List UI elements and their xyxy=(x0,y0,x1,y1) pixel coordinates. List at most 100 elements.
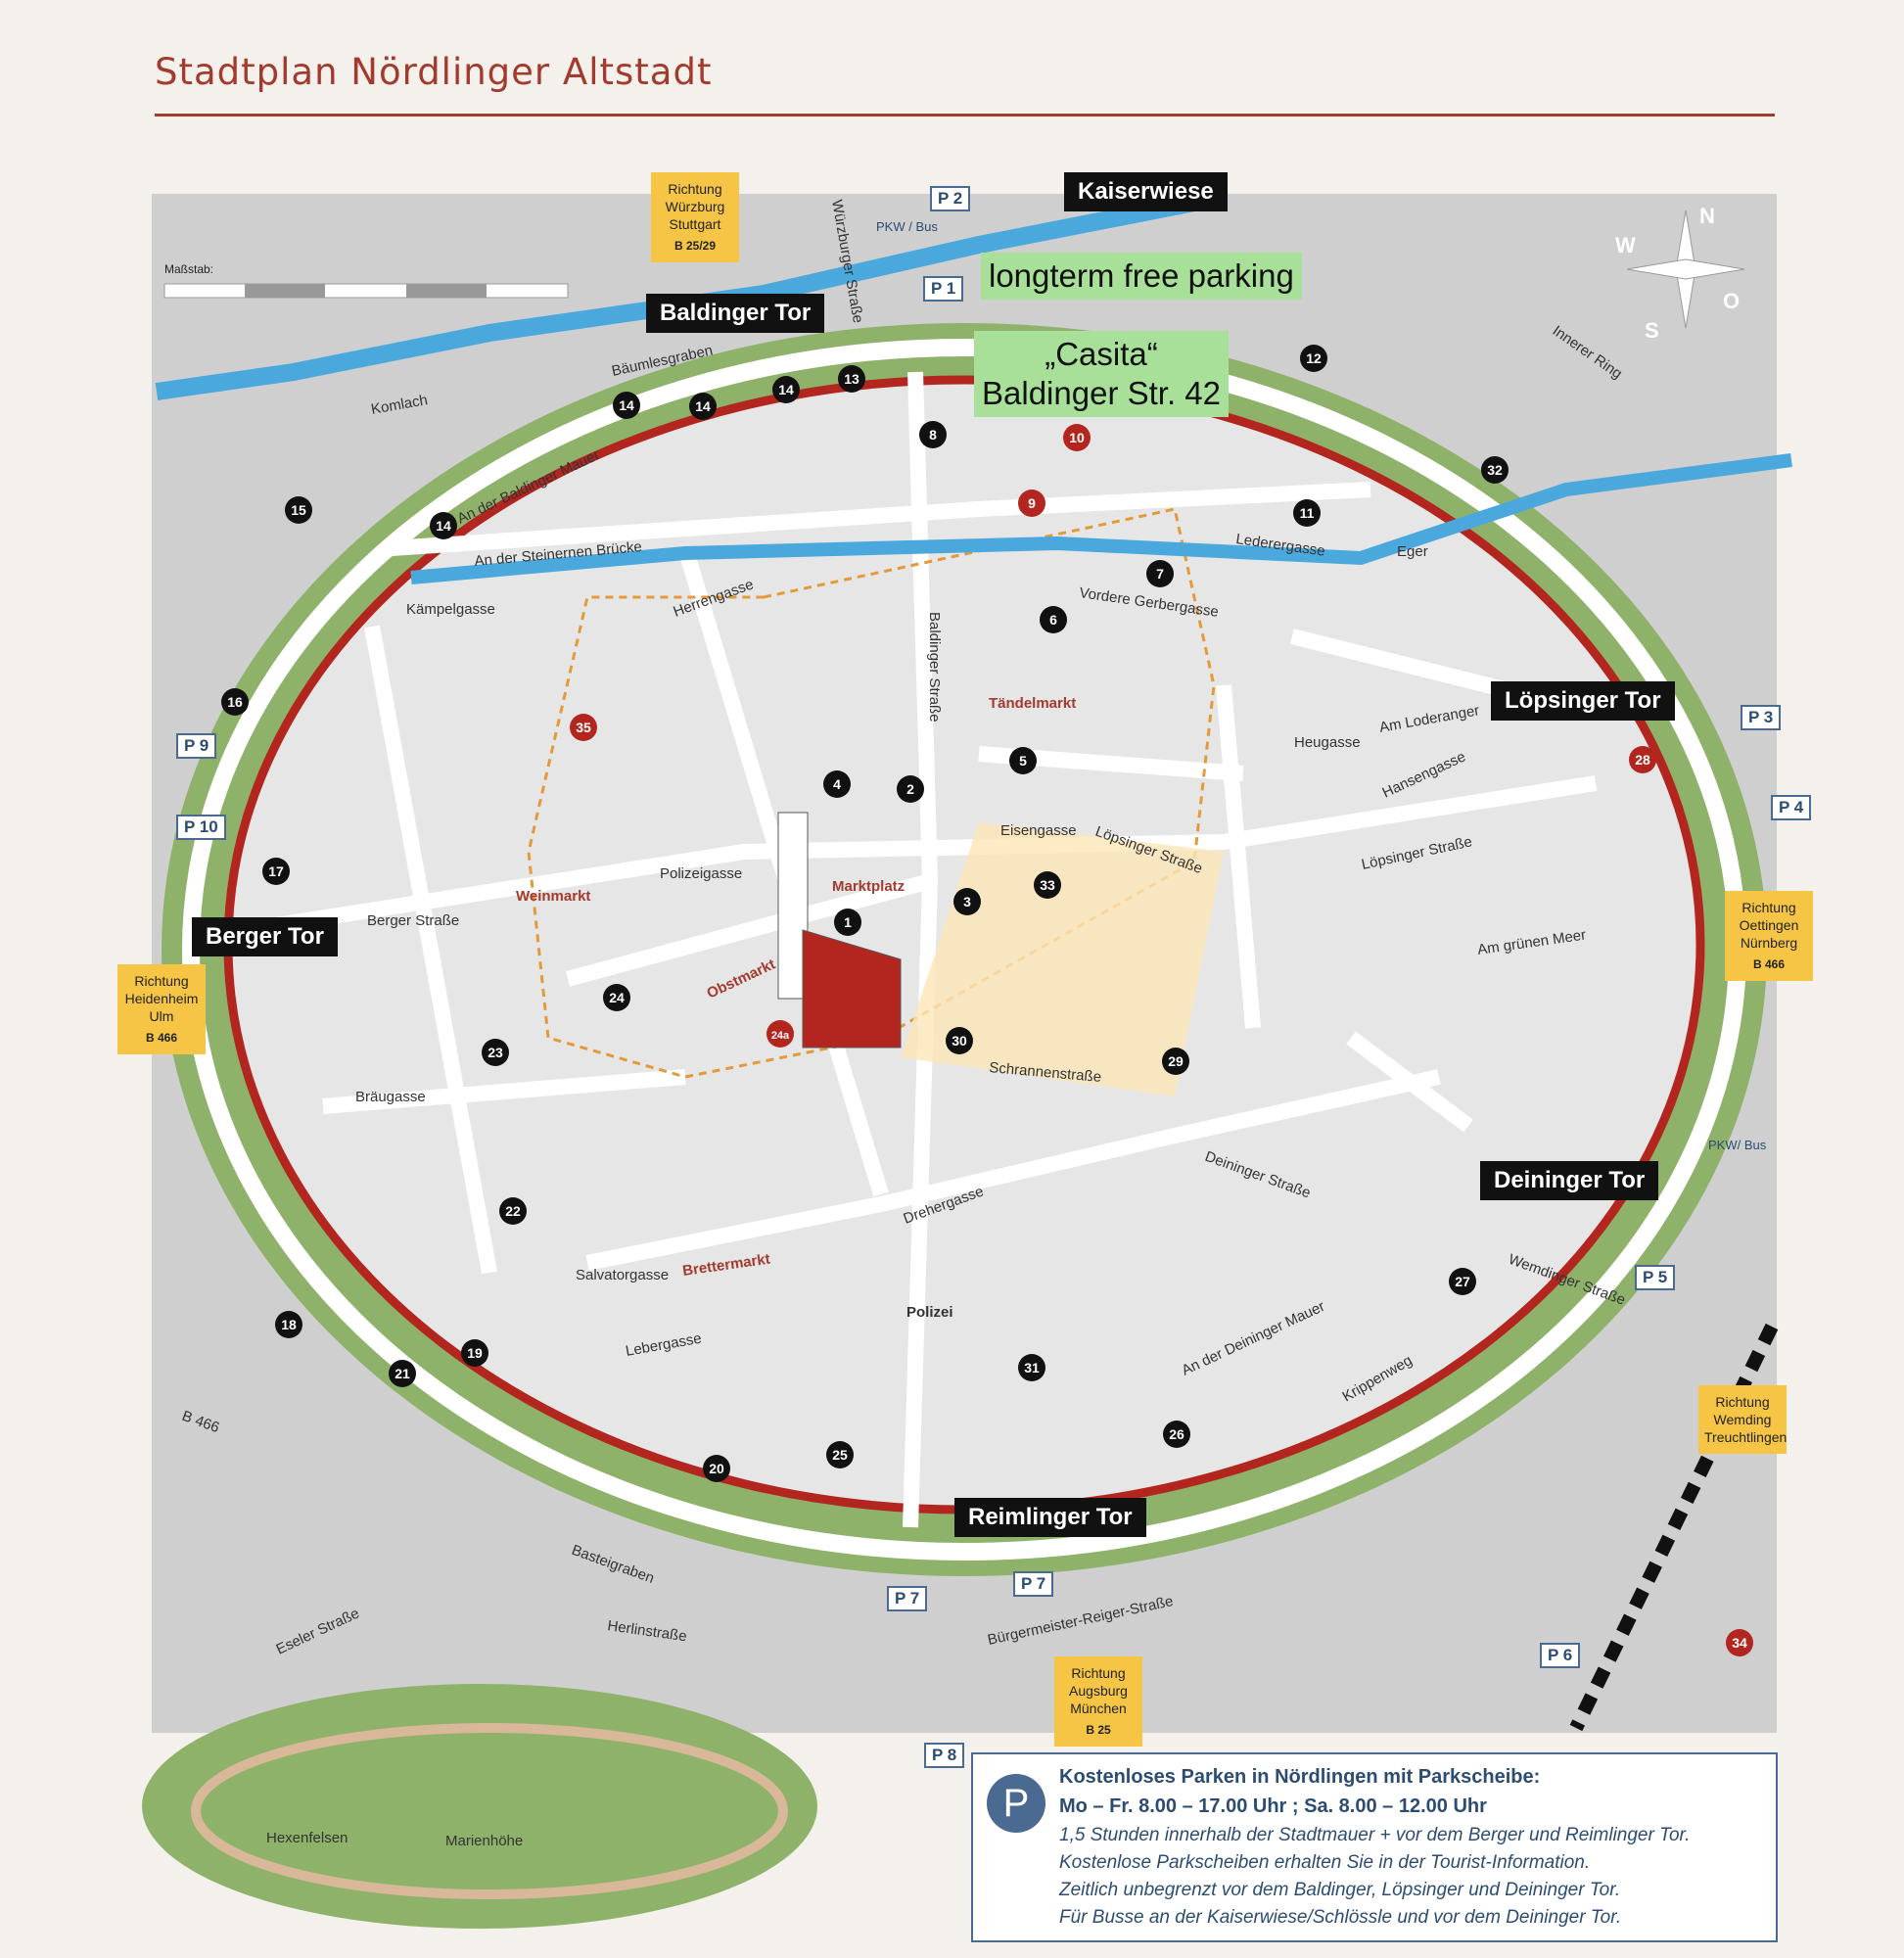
poi-marker[interactable] xyxy=(689,393,717,420)
poi-number: 31 xyxy=(1024,1360,1040,1375)
walking-route xyxy=(527,507,1216,1079)
street-label: Bräugasse xyxy=(355,1089,426,1105)
poi-number: 25 xyxy=(832,1447,848,1463)
poi-marker[interactable] xyxy=(1629,746,1656,773)
street-label: Berger Straße xyxy=(367,912,459,929)
poi-marker[interactable] xyxy=(1726,1629,1753,1656)
compass-s: S xyxy=(1645,318,1659,343)
poi-number: 14 xyxy=(619,397,634,413)
poi-marker[interactable] xyxy=(285,496,312,524)
poi-marker[interactable] xyxy=(826,1441,854,1468)
parking-badge[interactable]: P 8 xyxy=(924,1743,965,1768)
poi-number: 14 xyxy=(695,398,711,414)
poi-marker[interactable] xyxy=(946,1027,973,1054)
poi-marker[interactable] xyxy=(1163,1421,1190,1448)
info-line: 1,5 Stunden innerhalb der Stadtmauer + v… xyxy=(1059,1825,1691,1845)
poi-marker[interactable] xyxy=(1018,1354,1045,1381)
poi-marker[interactable] xyxy=(1146,560,1174,587)
place-label: Tändelmarkt xyxy=(989,695,1076,712)
casita-line-2: Baldinger Str. 42 xyxy=(982,375,1221,411)
place-label: Hexenfelsen xyxy=(266,1830,348,1846)
poi-number: 6 xyxy=(1049,612,1057,628)
poi-number: 33 xyxy=(1040,877,1055,893)
poi-marker[interactable] xyxy=(834,909,861,936)
poi-marker[interactable] xyxy=(838,365,865,393)
poi-marker[interactable] xyxy=(1018,490,1045,517)
street-label: Kämpelgasse xyxy=(406,601,495,618)
parking-badge[interactable]: P 7 xyxy=(1013,1571,1054,1597)
poi-marker[interactable] xyxy=(919,421,947,448)
poi-number: 18 xyxy=(281,1317,297,1332)
poi-marker[interactable] xyxy=(823,770,851,798)
st-georg-church-icon xyxy=(777,812,902,1049)
poi-marker[interactable] xyxy=(389,1360,416,1387)
poi-marker[interactable] xyxy=(1293,499,1321,527)
casita-line-1: „Casita“ xyxy=(1045,336,1158,372)
parking-note-label: longterm free parking xyxy=(981,253,1302,300)
scale-label: Maßstab: xyxy=(164,262,214,276)
poi-number: 34 xyxy=(1732,1635,1747,1651)
baldinger-tor-label: Baldinger Tor xyxy=(646,294,825,333)
loepsinger-tor-label: Löpsinger Tor xyxy=(1491,681,1675,721)
compass-n: N xyxy=(1699,204,1715,228)
poi-marker[interactable] xyxy=(1009,747,1037,774)
poi-marker[interactable] xyxy=(1449,1268,1476,1295)
poi-marker[interactable] xyxy=(1162,1048,1189,1075)
poi-marker[interactable] xyxy=(603,984,630,1011)
poi-number: 8 xyxy=(929,427,937,443)
parking-badge[interactable]: P 3 xyxy=(1741,705,1782,730)
poi-number: 1 xyxy=(844,914,852,930)
poi-marker[interactable] xyxy=(897,775,924,803)
parking-badge[interactable]: P 9 xyxy=(176,733,217,759)
poi-number: 9 xyxy=(1028,495,1036,511)
title-divider xyxy=(155,114,1775,117)
poi-marker[interactable] xyxy=(482,1039,509,1066)
poi-marker[interactable] xyxy=(1481,456,1509,484)
poi-number: 15 xyxy=(291,502,306,518)
parking-badge[interactable]: P 1 xyxy=(923,276,964,302)
parking-badge[interactable]: P 5 xyxy=(1635,1265,1676,1290)
parking-badge[interactable]: P 6 xyxy=(1540,1643,1581,1668)
poi-number: 16 xyxy=(227,694,243,710)
poi-number: 22 xyxy=(505,1203,521,1219)
poi-number: 12 xyxy=(1306,350,1322,366)
poi-marker[interactable] xyxy=(772,376,800,403)
poi-number: 10 xyxy=(1069,430,1085,445)
poi-marker[interactable] xyxy=(1063,424,1091,451)
poi-number: 35 xyxy=(576,720,591,735)
poi-number: 7 xyxy=(1156,566,1164,582)
kaiserwiese-label: Kaiserwiese xyxy=(1064,172,1228,211)
parking-icon: P xyxy=(987,1774,1045,1833)
poi-marker[interactable] xyxy=(570,714,597,741)
compass-rose xyxy=(1626,210,1745,329)
poi-marker[interactable] xyxy=(1300,345,1327,372)
poi-number: 28 xyxy=(1635,752,1650,768)
poi-marker[interactable] xyxy=(430,512,457,539)
poi-marker[interactable] xyxy=(461,1339,488,1367)
street-label: Polizeigasse xyxy=(660,865,742,882)
poi-marker[interactable] xyxy=(1040,606,1067,633)
parking-badge[interactable]: P 4 xyxy=(1771,795,1812,820)
poi-marker[interactable] xyxy=(262,858,290,885)
poi-marker[interactable] xyxy=(613,392,640,419)
poi-marker[interactable] xyxy=(221,688,249,716)
parking-badge[interactable]: P 7 xyxy=(887,1586,928,1611)
poi-number: 5 xyxy=(1019,753,1027,769)
parking-badge[interactable]: P 10 xyxy=(176,815,226,840)
poi-marker[interactable] xyxy=(1034,871,1061,899)
info-heading: Kostenloses Parken in Nördlingen mit Par… xyxy=(1059,1766,1541,1788)
pkw-bus-label: PKW/ Bus xyxy=(1708,1138,1767,1152)
parking-badge[interactable]: P 2 xyxy=(930,186,971,211)
poi-number: 23 xyxy=(488,1045,503,1060)
poi-marker[interactable] xyxy=(953,888,981,915)
poi-marker[interactable] xyxy=(703,1455,730,1482)
page-title: Stadtplan Nördlinger Altstadt xyxy=(155,51,713,93)
poi-marker[interactable] xyxy=(499,1197,527,1225)
casita-label: „Casita“ Baldinger Str. 42 xyxy=(974,331,1229,417)
poi-number: 14 xyxy=(778,382,794,397)
poi-number: 21 xyxy=(395,1366,410,1381)
poi-marker[interactable] xyxy=(275,1311,302,1338)
deininger-tor-label: Deininger Tor xyxy=(1480,1161,1659,1200)
poi-marker[interactable] xyxy=(766,1020,794,1048)
